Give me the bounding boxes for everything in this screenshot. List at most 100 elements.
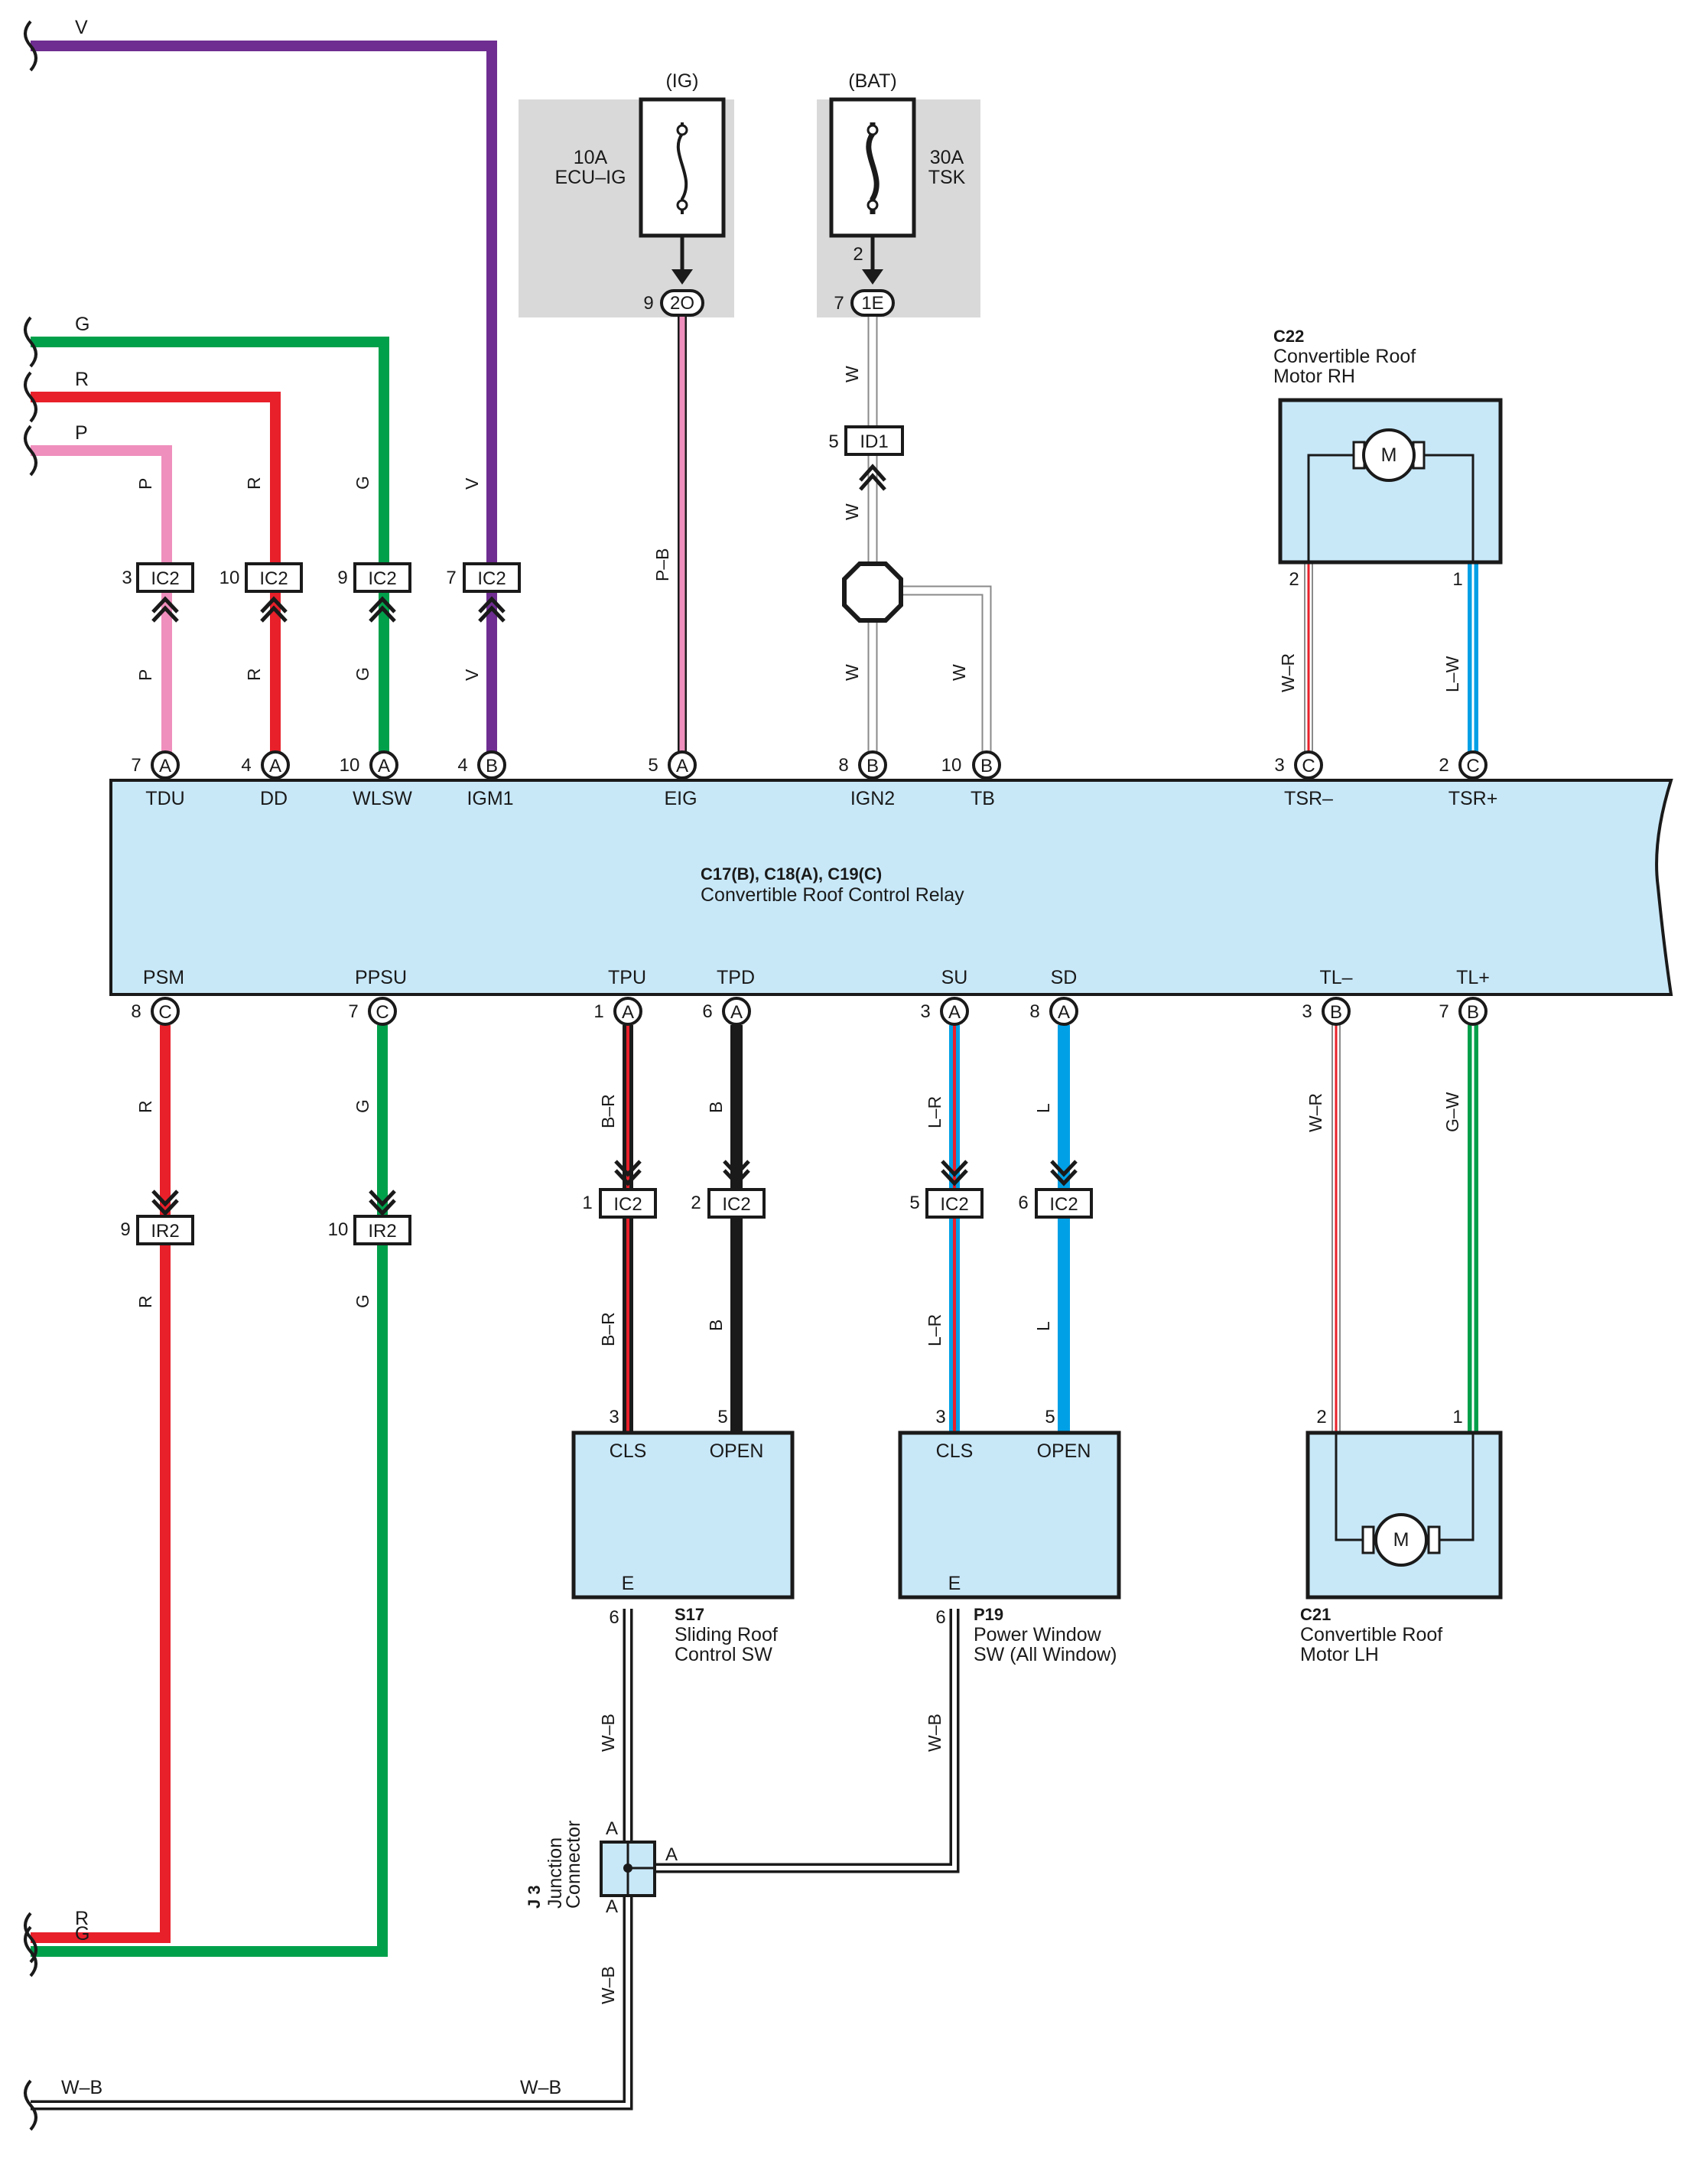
svg-text:WLSW: WLSW: [353, 788, 412, 809]
svg-text:Connector: Connector: [563, 1821, 584, 1909]
svg-text:2: 2: [691, 1193, 701, 1213]
splice-octagon: [842, 561, 903, 623]
svg-text:B: B: [867, 756, 879, 776]
relay-id: C17(B), C18(A), C19(C): [701, 864, 882, 884]
svg-text:4: 4: [457, 755, 467, 776]
svg-text:TSK: TSK: [928, 167, 966, 188]
svg-text:L: L: [1033, 1103, 1053, 1113]
svg-text:W: W: [842, 664, 862, 681]
svg-text:R: R: [244, 477, 264, 490]
relay-bottom-terminals: PSM 8 C PPSU 7 C TPU 1 A TPD 6 A SU 3 A …: [131, 967, 1490, 1026]
connector-ic2-sd: 6 IC2: [1018, 1160, 1093, 1219]
svg-text:7: 7: [348, 1001, 358, 1022]
left-wire-label-g-bottom: G: [75, 1923, 89, 1945]
left-wire-label-r-bottom: R: [75, 1908, 89, 1929]
fuse-bat: (BAT) 30A TSK 2 1E 7: [829, 70, 966, 317]
wire-p-top: [31, 445, 172, 765]
svg-text:IC2: IC2: [613, 1194, 642, 1215]
wire-label-wb-mid: W–B: [520, 2077, 561, 2098]
svg-text:TPD: TPD: [717, 967, 755, 988]
left-wire-label-r: R: [75, 369, 89, 390]
svg-text:C: C: [158, 1002, 171, 1023]
svg-text:E: E: [948, 1573, 961, 1594]
svg-text:R: R: [135, 1295, 155, 1308]
svg-text:M: M: [1381, 444, 1397, 466]
svg-text:B: B: [980, 756, 993, 776]
motor-rh: C22 Convertible Roof Motor RH M 2 1: [1273, 327, 1503, 590]
junction-j3: A A A J 3 Junction Connector: [525, 1818, 678, 1917]
left-wire-label-g: G: [75, 314, 89, 335]
svg-text:IC2: IC2: [477, 568, 506, 589]
svg-text:W: W: [842, 366, 862, 382]
wire-g-ppsu: [31, 1025, 388, 1957]
svg-text:10: 10: [941, 755, 962, 776]
wire-r-psm-line: [31, 1025, 171, 1943]
svg-text:5: 5: [648, 755, 658, 776]
svg-text:6: 6: [935, 1607, 945, 1628]
svg-text:P19: P19: [974, 1605, 1003, 1624]
svg-text:Control SW: Control SW: [675, 1644, 772, 1665]
svg-text:9: 9: [643, 293, 653, 314]
svg-text:IC2: IC2: [940, 1194, 968, 1215]
svg-text:V: V: [462, 669, 482, 681]
svg-text:1E: 1E: [861, 293, 883, 314]
bottom-wire-labels: R R G G B–R B–R B B L–R L–R L L W–R G–W …: [135, 1092, 1462, 2004]
svg-text:B: B: [1467, 1002, 1479, 1023]
svg-text:5: 5: [828, 431, 838, 452]
svg-text:1: 1: [582, 1193, 592, 1213]
break-marks: [24, 20, 37, 2131]
svg-text:4: 4: [241, 755, 251, 776]
svg-text:5: 5: [1045, 1407, 1055, 1427]
svg-text:A: A: [606, 1896, 618, 1917]
svg-text:ID1: ID1: [860, 431, 888, 452]
svg-text:PSM: PSM: [143, 967, 184, 988]
connector-ic2-tpu: 1 IC2: [582, 1160, 657, 1219]
svg-text:TSR–: TSR–: [1284, 788, 1333, 809]
svg-text:Junction: Junction: [545, 1837, 566, 1909]
svg-text:6: 6: [609, 1607, 619, 1628]
svg-text:Convertible Roof: Convertible Roof: [1273, 346, 1416, 367]
wire-w-tb-inner: [873, 587, 990, 765]
svg-text:1: 1: [593, 1001, 603, 1022]
svg-text:10: 10: [328, 1219, 349, 1240]
svg-text:A: A: [622, 1002, 634, 1023]
svg-text:B–R: B–R: [598, 1312, 618, 1346]
svg-text:M: M: [1393, 1529, 1409, 1551]
svg-text:Convertible Roof: Convertible Roof: [1300, 1624, 1442, 1645]
svg-text:C22: C22: [1273, 327, 1304, 346]
svg-text:B: B: [706, 1102, 726, 1113]
left-wire-label-v: V: [75, 17, 88, 38]
svg-text:B: B: [486, 756, 498, 776]
svg-text:2: 2: [1289, 569, 1299, 590]
svg-text:B: B: [706, 1320, 726, 1331]
svg-text:3: 3: [1274, 755, 1284, 776]
svg-text:TL+: TL+: [1456, 967, 1490, 988]
svg-text:1: 1: [1452, 1407, 1462, 1427]
svg-text:L: L: [1033, 1321, 1053, 1331]
svg-text:IC2: IC2: [722, 1194, 750, 1215]
svg-text:IR2: IR2: [368, 1221, 396, 1242]
connector-ic2-wlsw: 9 IC2: [337, 562, 411, 623]
svg-text:W–B: W–B: [598, 1966, 618, 2004]
svg-text:2: 2: [853, 244, 863, 265]
left-wire-label-wb-left: W–B: [61, 2077, 102, 2098]
svg-text:7: 7: [834, 293, 844, 314]
svg-text:PPSU: PPSU: [355, 967, 407, 988]
connector-ic2-dd: 10 IC2: [219, 562, 303, 623]
svg-text:9: 9: [120, 1219, 130, 1240]
connector-ir2-psm: 9 IR2: [120, 1190, 194, 1245]
svg-text:IGM1: IGM1: [467, 788, 513, 809]
svg-text:EIG: EIG: [664, 788, 697, 809]
svg-text:OPEN: OPEN: [1037, 1440, 1091, 1462]
svg-text:L–W: L–W: [1442, 656, 1462, 692]
svg-text:P: P: [135, 478, 155, 490]
svg-text:10: 10: [340, 755, 360, 776]
svg-text:TDU: TDU: [145, 788, 184, 809]
connector-ic2-tdu: 3 IC2: [122, 562, 194, 623]
svg-text:W: W: [949, 664, 969, 681]
svg-text:2: 2: [1316, 1407, 1326, 1427]
svg-text:8: 8: [131, 1001, 141, 1022]
connector-id1: ID1 5: [828, 425, 904, 491]
svg-text:B: B: [1330, 1002, 1342, 1023]
